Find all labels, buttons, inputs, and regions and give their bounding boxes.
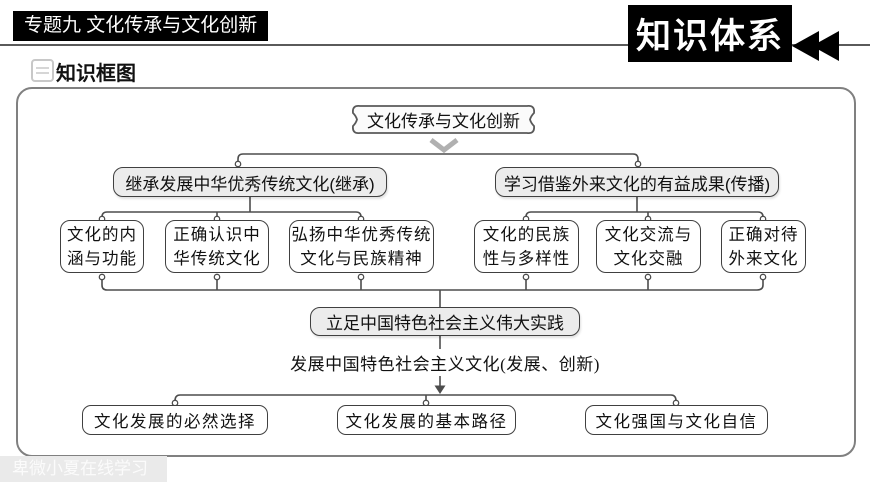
node-topic-diversity: 文化的民族 性与多样性 <box>474 220 579 273</box>
node-outcome-path: 文化发展的基本路径 <box>337 405 516 435</box>
node-branch-learn: 学习借鉴外来文化的有益成果(传播) <box>495 167 779 197</box>
node-branch-inherit: 继承发展中华优秀传统文化(继承) <box>113 167 387 197</box>
node-topic-traditional-culture: 正确认识中 华传统文化 <box>165 220 269 273</box>
node-outcome-choice: 文化发展的必然选择 <box>82 405 268 435</box>
double-left-triangles-icon <box>792 31 839 61</box>
node-topic-foreign-culture: 正确对待 外来文化 <box>721 220 806 273</box>
topic-banner: 专题九 文化传承与文化创新 <box>13 11 269 41</box>
section-title: 知识框图 <box>56 63 136 85</box>
node-root: 文化传承与文化创新 <box>367 112 520 131</box>
node-topic-exchange: 文化交流与 文化交融 <box>596 220 701 273</box>
watermark: 卑微小夏在线学习 <box>0 456 167 482</box>
document-icon <box>31 59 54 82</box>
node-topic-connotation: 文化的内 涵与功能 <box>60 220 144 273</box>
header-divider <box>0 44 870 46</box>
node-practice: 立足中国特色社会主义伟大实践 <box>310 307 580 336</box>
corner-tab-title: 知识体系 <box>628 5 792 62</box>
development-caption: 发展中国特色社会主义文化(发展、创新) <box>290 355 600 374</box>
node-outcome-confidence: 文化强国与文化自信 <box>585 405 768 435</box>
node-topic-national-spirit: 弘扬中华优秀传统 文化与民族精神 <box>289 220 434 273</box>
